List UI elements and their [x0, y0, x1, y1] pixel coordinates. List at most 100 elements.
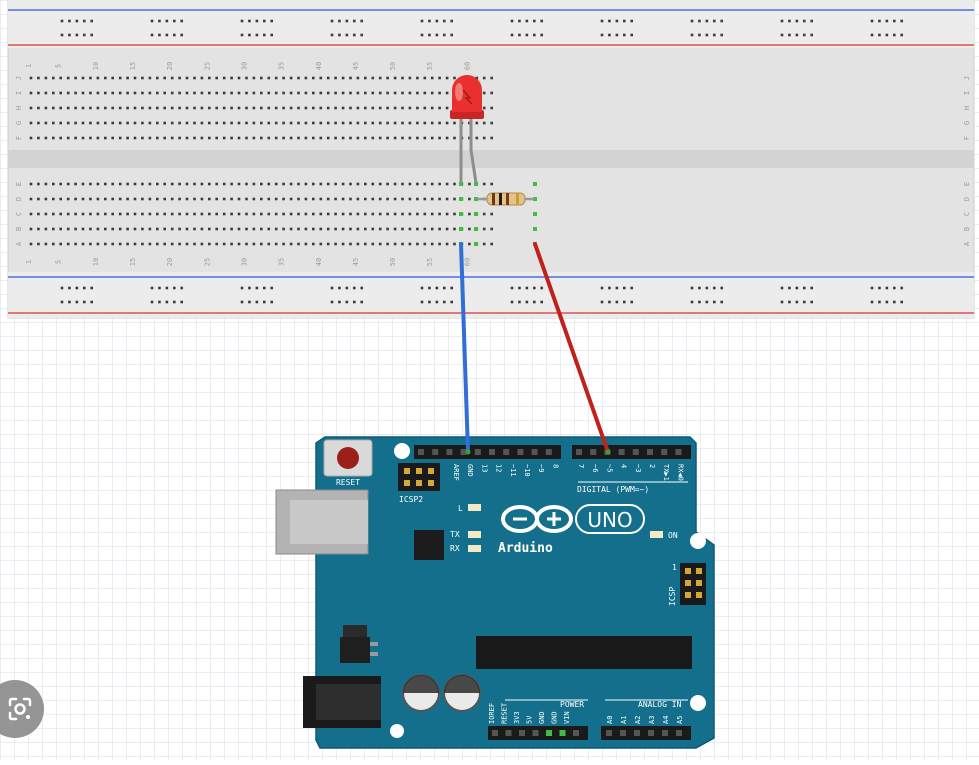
- breadboard-hole: [326, 182, 330, 186]
- column-number: 20: [166, 258, 174, 266]
- breadboard-hole: [133, 136, 137, 140]
- rail-hole: [802, 19, 806, 23]
- breadboard-hole: [319, 227, 323, 231]
- breadboard-hole: [59, 197, 62, 201]
- breadboard-hole: [252, 182, 256, 186]
- breadboard-hole: [364, 197, 367, 201]
- breadboard-hole: [222, 227, 226, 231]
- breadboard-hole: [386, 136, 389, 140]
- breadboard-hole: [52, 136, 55, 140]
- rail-hole: [705, 33, 709, 37]
- rail-hole: [82, 33, 86, 37]
- power-pin-label: GND: [551, 711, 559, 724]
- breadboard-hole: [222, 106, 226, 110]
- rail-hole: [892, 286, 896, 290]
- digital-pin-label: 7: [577, 464, 585, 468]
- breadboard-hole: [304, 227, 308, 231]
- breadboard-hole: [156, 197, 159, 201]
- rail-hole: [338, 286, 341, 290]
- breadboard-hole: [267, 76, 271, 80]
- column-number: 50: [389, 258, 397, 266]
- breadboard-hole: [445, 121, 449, 125]
- breadboard-hole: [393, 106, 397, 110]
- breadboard-hole: [81, 136, 85, 140]
- breadboard-hole: [349, 136, 352, 140]
- breadboard-hole: [252, 242, 256, 246]
- breadboard-hole: [222, 212, 226, 216]
- breadboard-hole: [126, 197, 129, 201]
- breadboard-hole: [230, 212, 233, 216]
- column-number: 45: [352, 258, 360, 266]
- icsp2-pin: [416, 468, 422, 474]
- column-number: 60: [463, 62, 471, 70]
- column-number: 60: [463, 258, 471, 266]
- breadboard-hole: [185, 197, 189, 201]
- rail-hole: [788, 19, 791, 23]
- breadboard-hole: [44, 76, 48, 80]
- breadboard-hole: [445, 242, 449, 246]
- rail-hole: [60, 19, 64, 23]
- breadboard-hole: [416, 91, 419, 95]
- rx-led: [468, 545, 481, 552]
- header-pin: [662, 730, 668, 736]
- breadboard-hole: [341, 121, 345, 125]
- breadboard-hole: [148, 91, 152, 95]
- column-number: 55: [426, 258, 434, 266]
- column-number: 40: [315, 258, 323, 266]
- breadboard-hole: [141, 197, 144, 201]
- header-pin: [517, 449, 524, 455]
- breadboard-hole: [29, 106, 33, 110]
- connected-hole: [533, 212, 537, 216]
- icsp2-pin: [416, 480, 422, 486]
- rail-hole: [892, 300, 896, 304]
- rail-hole: [810, 19, 814, 23]
- rail-hole: [150, 300, 154, 304]
- breadboard-hole: [245, 212, 248, 216]
- rail-hole: [892, 19, 896, 23]
- header-pin: [661, 449, 668, 455]
- resistor-band-1: [492, 193, 495, 205]
- breadboard-hole: [289, 91, 293, 95]
- power-pin-label: 3V3: [513, 711, 521, 724]
- breadboard-hole: [334, 76, 337, 80]
- breadboard-hole: [341, 91, 345, 95]
- breadboard-hole: [475, 121, 479, 125]
- breadboard-hole: [326, 121, 330, 125]
- breadboard-hole: [393, 197, 397, 201]
- breadboard-hole: [297, 242, 300, 246]
- icsp2-pin: [428, 480, 434, 486]
- rail-hole: [60, 286, 64, 290]
- breadboard-hole: [170, 106, 174, 110]
- breadboard-hole: [356, 91, 360, 95]
- rail-hole: [420, 300, 424, 304]
- power-pin-label: VIN: [563, 711, 571, 724]
- breadboard-hole: [312, 197, 315, 201]
- column-number: 35: [278, 62, 286, 70]
- breadboard-hole: [430, 91, 434, 95]
- breadboard-hole: [126, 76, 129, 80]
- breadboard-hole: [59, 212, 62, 216]
- rail-hole: [248, 19, 251, 23]
- breadboard-hole: [430, 136, 434, 140]
- breadboard-hole: [304, 106, 308, 110]
- usb-port-inner: [290, 500, 368, 544]
- breadboard-hole: [59, 227, 62, 231]
- breadboard-hole: [438, 91, 441, 95]
- breadboard-hole: [401, 212, 404, 216]
- icsp-pin: [685, 592, 691, 598]
- breadboard-hole: [334, 182, 337, 186]
- column-number: 10: [92, 258, 100, 266]
- rail-hole: [622, 286, 626, 290]
- rail-hole: [720, 300, 724, 304]
- breadboard-hole: [237, 136, 241, 140]
- breadboard-hole: [490, 121, 493, 125]
- breadboard-hole: [156, 121, 159, 125]
- breadboard-hole: [74, 106, 77, 110]
- breadboard-hole: [29, 212, 33, 216]
- on-led-label: ON: [668, 531, 678, 540]
- digital-pin-label: ~10: [523, 464, 531, 477]
- row-letter: A: [15, 241, 23, 246]
